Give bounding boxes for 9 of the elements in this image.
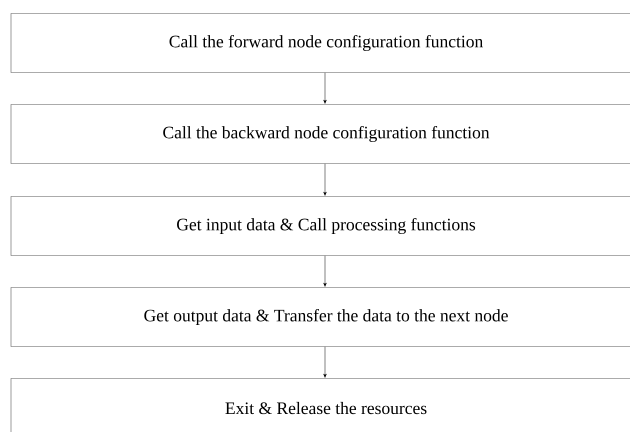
- arrow: [323, 256, 327, 287]
- arrow: [323, 164, 327, 196]
- process-box: Get output data & Transfer the data to the next node: [10, 287, 630, 347]
- process-box: Get input data & Call processing functions: [10, 196, 630, 256]
- arrow: [323, 346, 327, 378]
- arrow: [323, 72, 327, 104]
- process-box: Call the forward node configuration function: [10, 13, 630, 73]
- process-box: Call the backward node configuration function: [10, 104, 630, 164]
- process-box: Exit & Release the resources: [10, 378, 630, 432]
